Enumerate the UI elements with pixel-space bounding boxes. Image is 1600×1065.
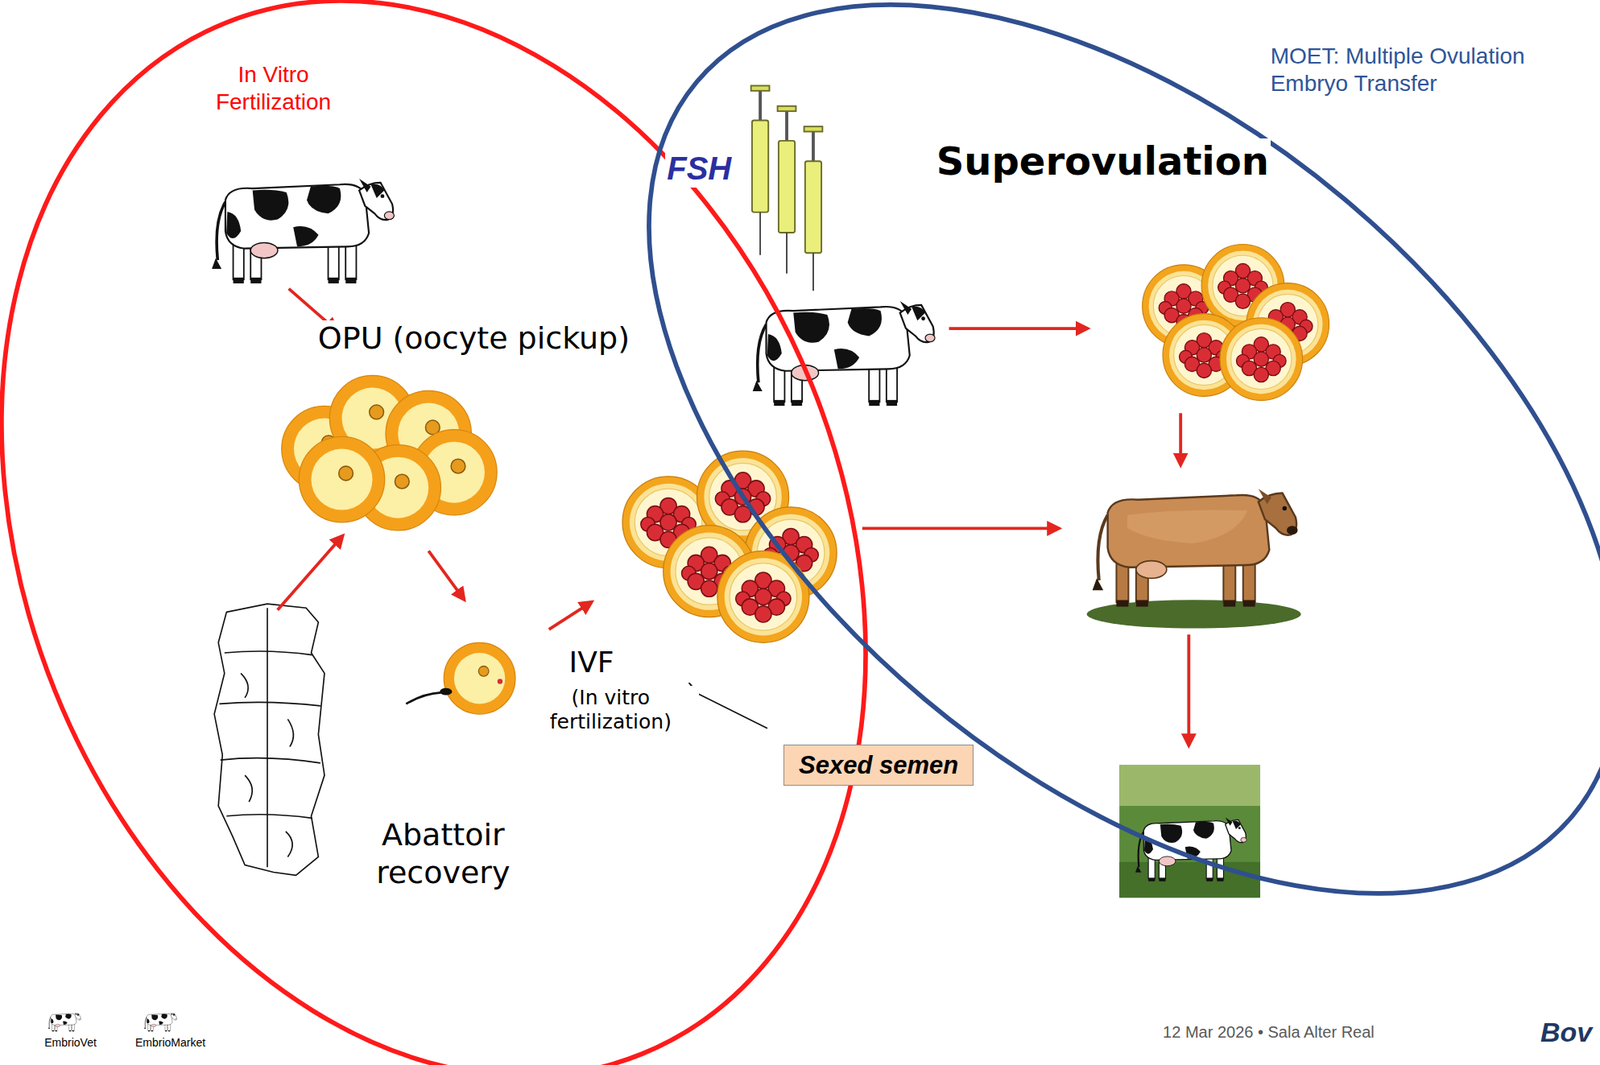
logo-icon — [48, 1012, 82, 1032]
recipient-cow — [1092, 488, 1299, 607]
moet-embryo-cluster — [1142, 244, 1330, 402]
abattoir-carcass-chart — [285, 831, 293, 858]
step-heading: Superovulation — [934, 138, 1271, 186]
fsh-syringes — [751, 85, 823, 291]
abattoir-carcass-chart — [219, 702, 320, 707]
step-heading: Superovulation — [934, 138, 1271, 186]
abattoir-carcass-chart — [214, 603, 325, 876]
fsh-syringes — [758, 90, 762, 121]
abattoir-carcass-chart — [287, 719, 294, 747]
step-label: OPU (oocyte pickup) — [316, 320, 632, 358]
oocyte-cluster — [298, 436, 385, 522]
ivf-oocyte — [405, 692, 441, 704]
logo-text: EmbrioMarket — [133, 1036, 207, 1051]
fsh-syringes — [751, 85, 770, 91]
abattoir-carcass-chart — [244, 775, 253, 803]
ivf-region-ellipse: In Vitro Fertilization — [1, 0, 866, 1065]
step-label: Abattoir recovery — [344, 816, 542, 894]
fsh-syringes — [778, 140, 795, 233]
fsh-syringes — [752, 120, 769, 213]
node-label: In Vitro Fertilization — [192, 61, 354, 116]
process-arrow — [277, 535, 344, 611]
fsh-syringes — [785, 232, 788, 274]
region-outline — [1, 0, 866, 1065]
logo-icon — [48, 1012, 178, 1032]
holstein-cow — [211, 178, 394, 284]
ivf-oocyte — [497, 678, 503, 684]
region-outline — [487, 0, 1600, 1065]
fsh-syringes — [812, 252, 815, 291]
abattoir-carcass-chart — [266, 607, 269, 868]
fsh-syringes — [804, 126, 823, 132]
moet-embryo-cluster — [1219, 318, 1303, 402]
node-label: Sexed semen — [798, 750, 959, 781]
hormone-label: FSH — [665, 148, 733, 188]
ivf-oocyte — [454, 653, 505, 704]
abattoir-carcass-chart — [220, 758, 321, 764]
fsh-syringes — [777, 106, 797, 112]
fsh-syringes — [777, 106, 797, 274]
step-label: IVF — [567, 644, 617, 680]
process-arrow — [949, 326, 1088, 331]
grazing-cow-photo — [1119, 764, 1261, 807]
logo-text: Bov — [1538, 1016, 1594, 1050]
fsh-syringes — [805, 161, 822, 253]
fsh-syringes — [751, 85, 770, 255]
step-note: (In vitro fertilization) — [522, 686, 699, 735]
process-arrow — [428, 550, 464, 600]
process-arrow — [1186, 634, 1191, 746]
step-label: Abattoir recovery — [344, 816, 542, 894]
footer-date: 12 Mar 2026 • Sala Alter Real — [1161, 1022, 1377, 1042]
abattoir-carcass-chart — [214, 603, 325, 876]
fsh-syringes — [759, 212, 761, 256]
grazing-cow-photo — [1119, 764, 1261, 898]
logo-text: EmbrioVet — [42, 1036, 99, 1051]
grazing-cow-photo — [1119, 764, 1261, 898]
fsh-syringes — [804, 126, 823, 291]
step-label: OPU (oocyte pickup) — [316, 320, 632, 358]
process-arrow — [862, 527, 1060, 531]
ivf-oocyte — [443, 642, 516, 715]
ivf-embryo-cluster — [622, 450, 837, 643]
process-arrow — [549, 602, 592, 630]
step-label: IVF — [567, 644, 617, 680]
ivf-oocyte — [478, 666, 489, 678]
pointer-arrow — [695, 692, 768, 728]
ivf-oocyte — [405, 642, 516, 715]
fsh-syringes — [785, 110, 789, 141]
logo-text: Bov — [1538, 1016, 1594, 1050]
hormone-label: FSH — [665, 148, 733, 188]
logo-text: EmbrioVet — [42, 1036, 99, 1051]
abattoir-carcass-chart — [224, 651, 313, 656]
process-arrow — [1178, 413, 1183, 466]
fsh-syringes — [811, 130, 815, 162]
abattoir-carcass-chart — [240, 673, 249, 698]
step-note: (In vitro fertilization) — [522, 686, 699, 735]
footer-date: 12 Mar 2026 • Sala Alter Real — [1161, 1022, 1377, 1042]
oocyte-cluster — [281, 375, 497, 531]
process-arrow — [277, 289, 1190, 747]
grazing-cow-photo — [1119, 862, 1261, 898]
abattoir-carcass-chart — [226, 814, 312, 819]
logo-icon — [144, 1012, 178, 1032]
region-outline — [0, 0, 1021, 1065]
sexed-semen-box: Sexed semen — [783, 744, 974, 786]
node-label: MOET: Multiple Ovulation Embryo Transfer — [1270, 42, 1593, 97]
recipient-cow — [1087, 488, 1302, 629]
logo-text: EmbrioMarket — [133, 1036, 207, 1051]
ivf-oocyte — [439, 688, 452, 696]
